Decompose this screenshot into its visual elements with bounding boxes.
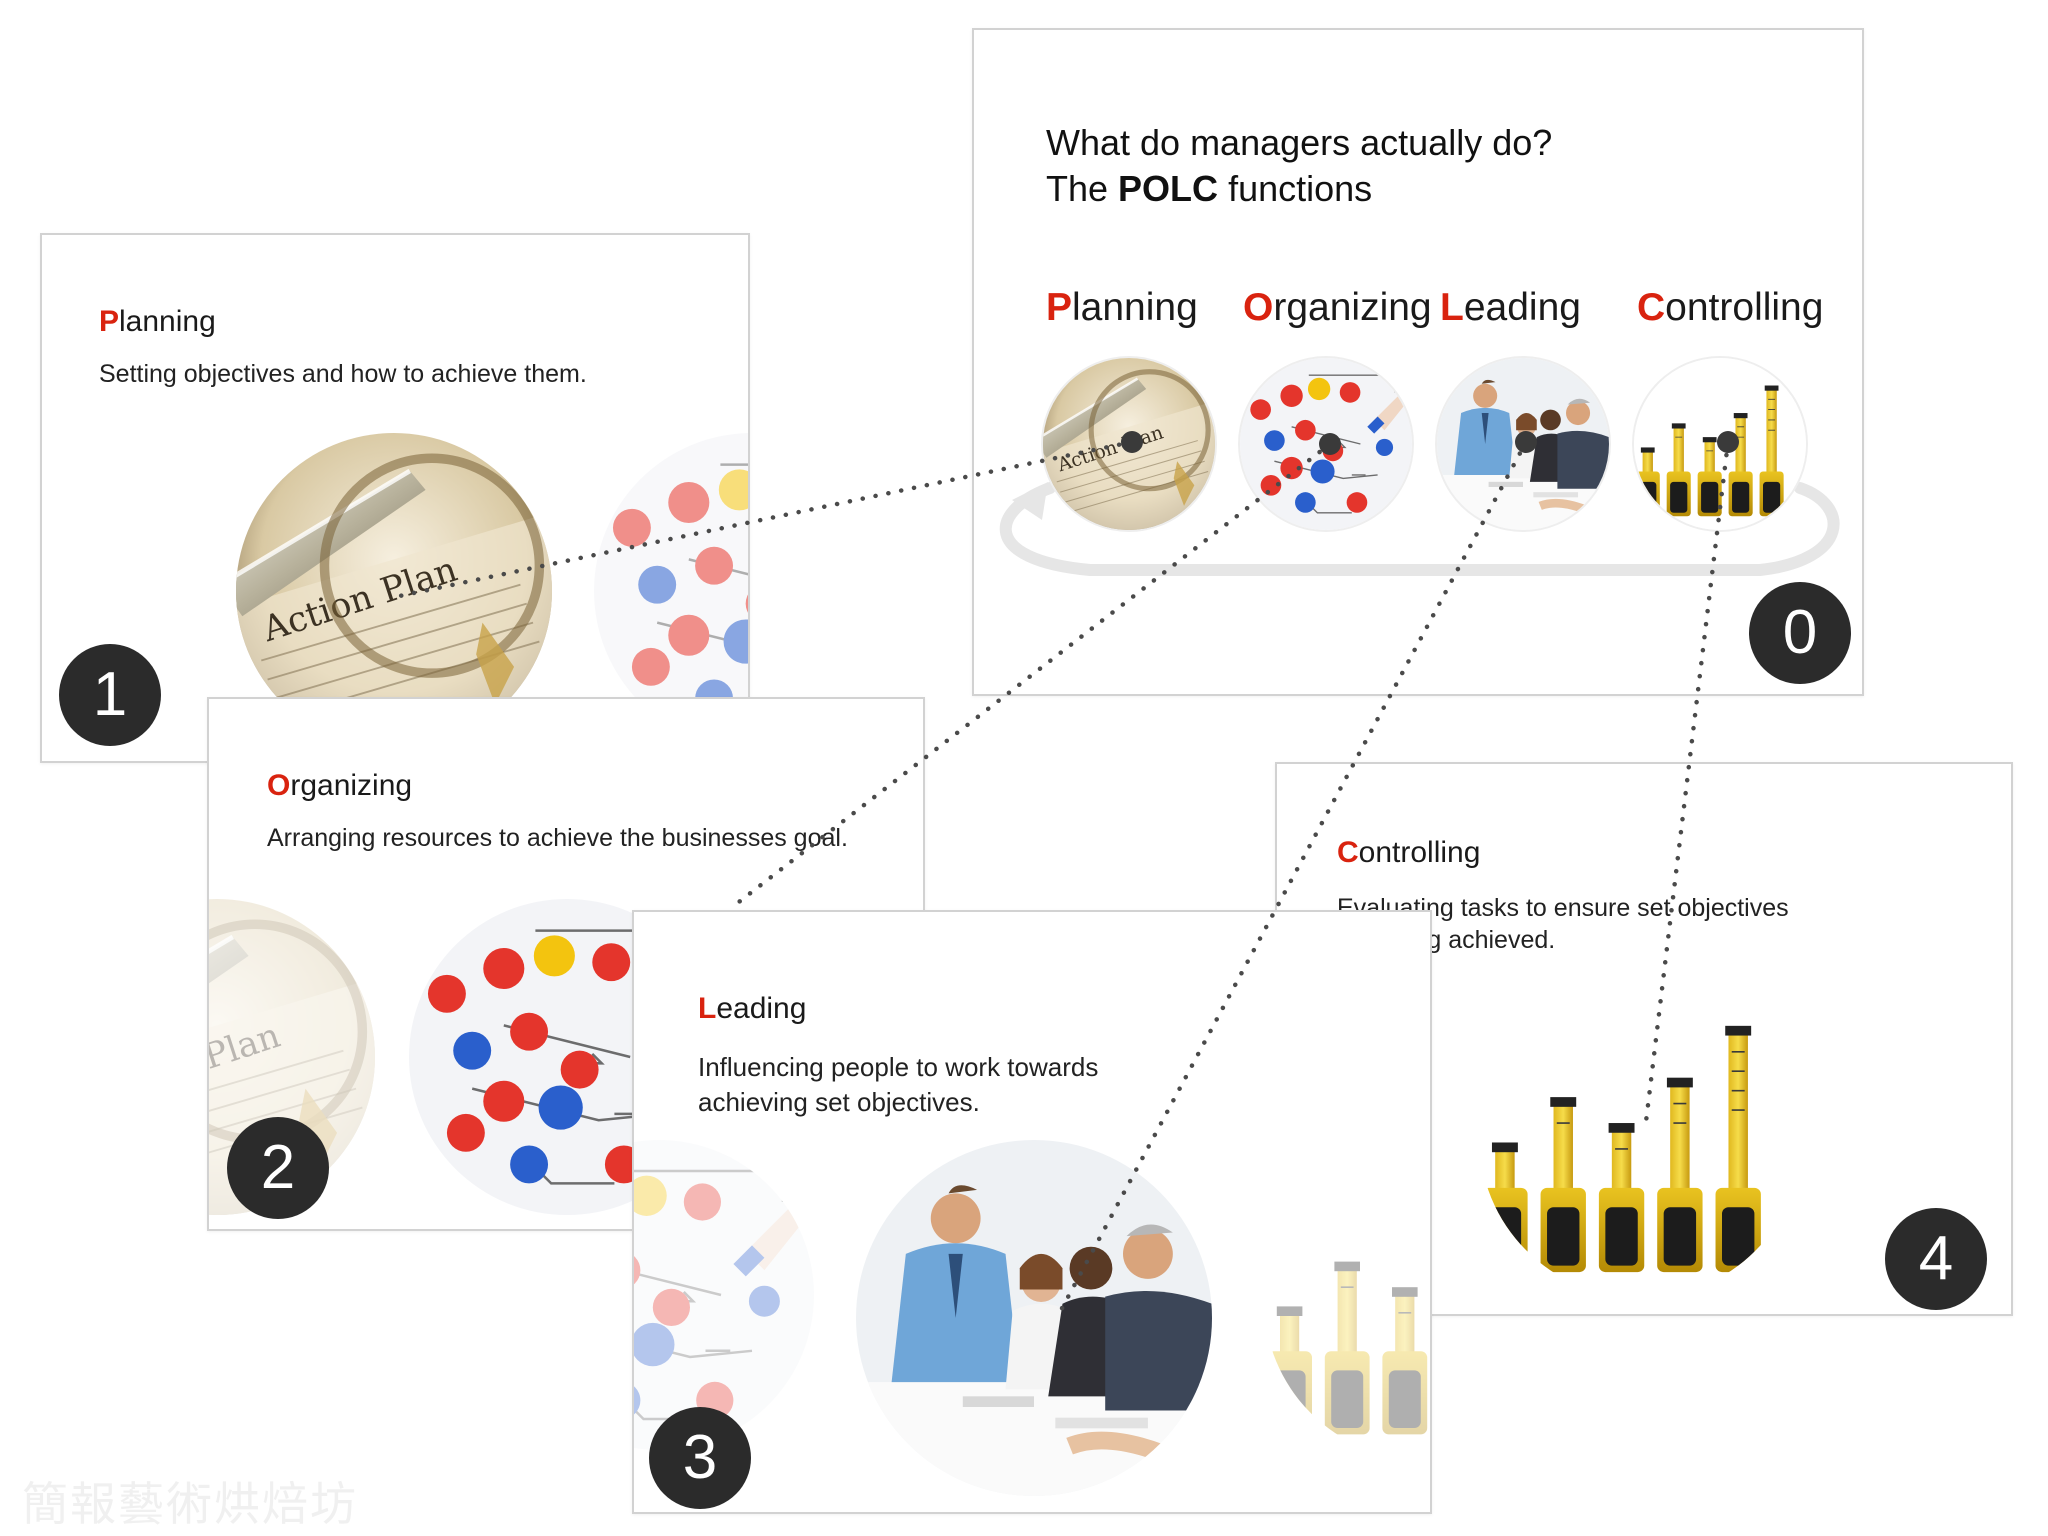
controlling-tape-measures-photo (1479, 974, 1803, 1298)
slide-description: Evaluating tasks to ensure set objective… (1337, 892, 1977, 956)
description-line: are being achieved. (1337, 926, 1556, 954)
controlling-photo-preview (1264, 1140, 1432, 1460)
title-bold: POLC (1118, 168, 1219, 209)
slide-leading[interactable]: Leading Influencing people to work towar… (632, 910, 1432, 1514)
slide-description: Arranging resources to achieve the busin… (267, 824, 848, 852)
slide-heading: Controlling (1337, 836, 1480, 870)
heading-initial: P (99, 305, 120, 338)
leading-meeting-photo (856, 1140, 1212, 1496)
title-post: functions (1218, 168, 1373, 209)
label-rest: rganizing (1273, 286, 1432, 329)
slide-heading: Planning (99, 305, 216, 339)
label-initial: L (1440, 286, 1464, 329)
slide-number-badge: 1 (59, 644, 161, 746)
slide-heading: Organizing (267, 769, 412, 803)
overview-organizing-photo (1240, 358, 1412, 530)
overview-controlling-photo (1634, 358, 1806, 530)
overview-title: What do managers actually do? The POLC f… (1046, 120, 1552, 212)
slide-description: Setting objectives and how to achieve th… (99, 360, 587, 388)
slide-heading: Leading (698, 992, 806, 1026)
title-pre: The (1046, 168, 1119, 209)
description-line: Influencing people to work towards (698, 1052, 1099, 1082)
heading-rest: rganizing (290, 769, 413, 802)
title-line-1: What do managers actually do? (1046, 122, 1553, 163)
heading-initial: L (698, 992, 717, 1025)
polc-label-planning: Planning (1046, 286, 1198, 330)
slide-number-badge: 4 (1885, 1208, 1987, 1310)
description-line: Evaluating tasks to ensure set objective… (1337, 894, 1789, 922)
label-initial: C (1637, 286, 1666, 329)
label-rest: lanning (1072, 286, 1198, 329)
polc-label-organizing: Organizing (1243, 286, 1432, 330)
heading-rest: eading (716, 992, 807, 1025)
label-initial: P (1046, 286, 1073, 329)
description-line: achieving set objectives. (698, 1087, 980, 1117)
organizing-photo-preview (632, 1140, 814, 1450)
title-line-2: The POLC functions (1046, 166, 1552, 212)
polc-label-leading: Leading (1440, 286, 1581, 330)
slide-number-badge: 3 (649, 1407, 751, 1509)
watermark: 簡報藝術烘焙坊 (22, 1477, 358, 1531)
overview-planning-photo (1043, 358, 1215, 530)
label-initial: O (1243, 286, 1274, 329)
slide-number-badge: 0 (1749, 582, 1851, 684)
label-rest: ontrolling (1665, 286, 1824, 329)
polc-label-controlling: Controlling (1637, 286, 1823, 330)
heading-initial: O (267, 769, 291, 802)
heading-rest: lanning (119, 305, 216, 338)
overview-leading-photo (1437, 358, 1609, 530)
slide-description: Influencing people to work towards achie… (698, 1050, 1358, 1120)
slide-number-badge: 2 (227, 1117, 329, 1219)
slide-planning[interactable]: Planning Setting objectives and how to a… (40, 233, 750, 763)
heading-initial: C (1337, 836, 1359, 869)
label-rest: eading (1463, 286, 1581, 329)
heading-rest: ontrolling (1358, 836, 1481, 869)
